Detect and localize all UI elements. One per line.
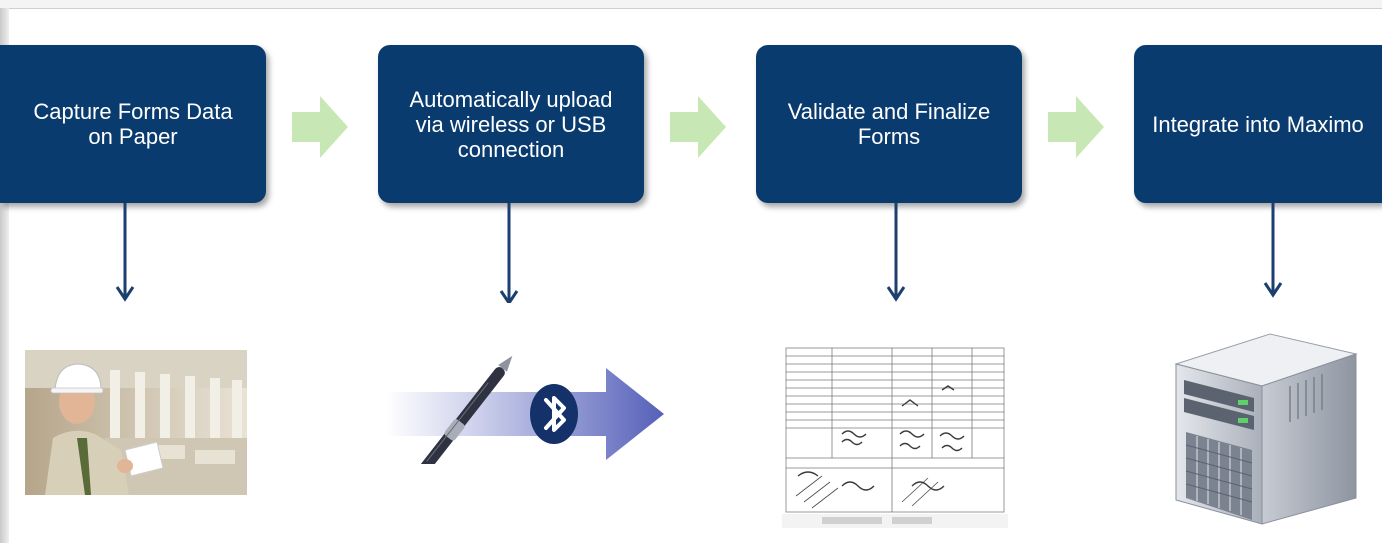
flow-arrow-icon: [670, 96, 726, 158]
step-label: Validate and Finalize Forms: [787, 99, 991, 149]
step-capture-forms: Capture Forms Data on Paper: [0, 45, 266, 203]
down-arrow-icon: [115, 203, 135, 302]
step-validate: Validate and Finalize Forms: [756, 45, 1022, 203]
flow-arrow-icon: [292, 96, 348, 158]
down-arrow-icon: [886, 203, 906, 302]
step-label: Automatically upload via wireless or USB…: [409, 86, 613, 162]
flow-arrow-icon: [1048, 96, 1104, 158]
step-integrate: Integrate into Maximo: [1134, 45, 1382, 203]
step-label: Capture Forms Data on Paper: [33, 99, 233, 149]
step-upload: Automatically upload via wireless or USB…: [378, 45, 644, 203]
down-arrow-icon: [1263, 203, 1283, 298]
server-icon: [1174, 333, 1358, 525]
worker-photo: [25, 350, 247, 495]
window-frame-left: [0, 8, 9, 543]
down-arrow-icon: [499, 203, 519, 303]
pen-bluetooth-icon: [386, 356, 664, 464]
paper-form-icon: [782, 347, 1008, 528]
window-frame-top: [0, 0, 1382, 9]
step-label: Integrate into Maximo: [1152, 111, 1364, 137]
